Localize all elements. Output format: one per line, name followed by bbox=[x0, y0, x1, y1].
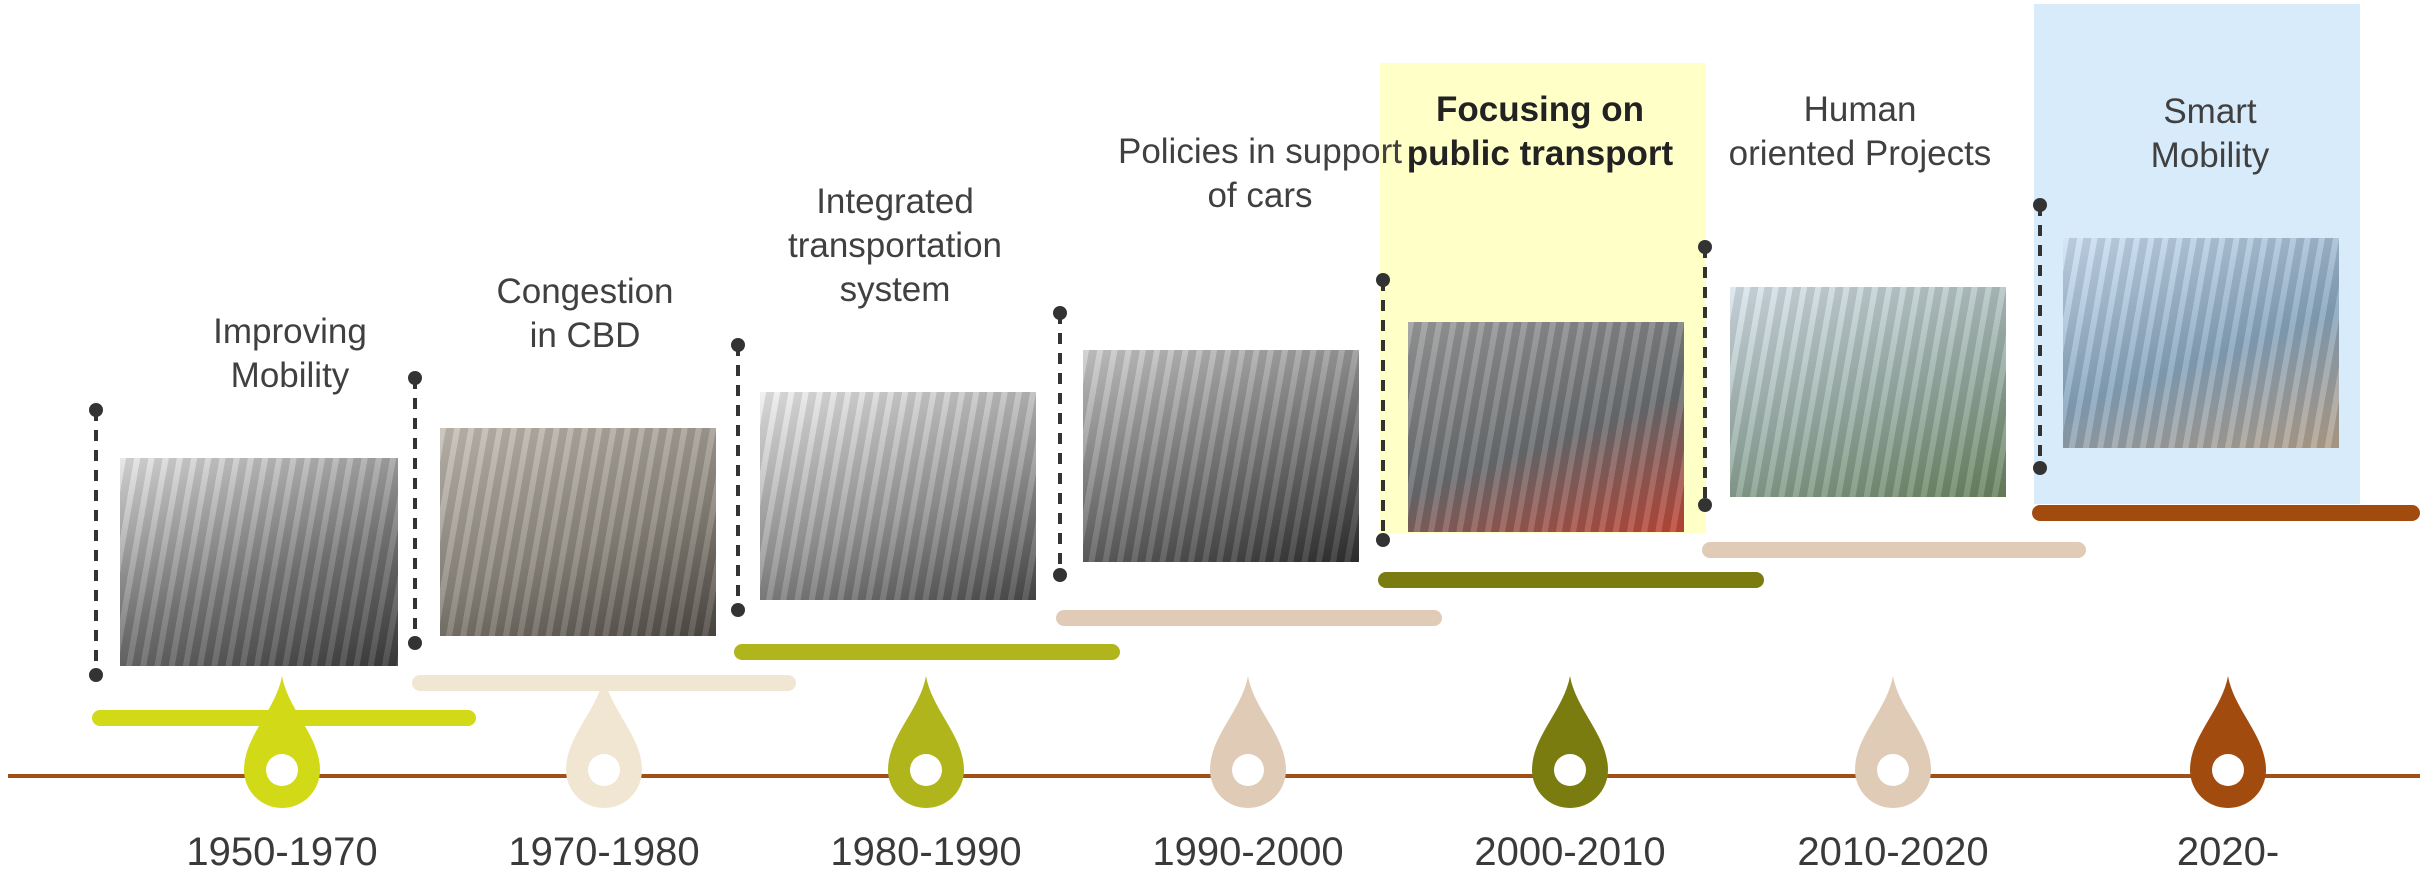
timeline-marker bbox=[1855, 676, 1931, 808]
era-title: Integrated transportation system bbox=[787, 182, 1003, 309]
marker-hole bbox=[588, 754, 620, 786]
period-label: 1950-1970 bbox=[186, 830, 378, 874]
period-label: 1970-1980 bbox=[508, 830, 700, 874]
subway-opening-photo bbox=[760, 392, 1036, 600]
period-label: 1980-1990 bbox=[830, 830, 1022, 874]
timeline-marker bbox=[566, 676, 642, 808]
connector-dot-bottom bbox=[731, 603, 745, 617]
timeline-marker bbox=[2190, 676, 2266, 808]
era-title: Improving Mobility bbox=[213, 312, 367, 395]
period-label: 2000-2010 bbox=[1474, 830, 1666, 874]
connector-dot-bottom bbox=[408, 636, 422, 650]
era-title: Policies in support of cars bbox=[1117, 132, 1403, 215]
connector-dot-top bbox=[731, 338, 745, 352]
smart-street-rendering bbox=[2063, 238, 2339, 448]
connector-dot-bottom bbox=[1698, 498, 1712, 512]
connector-dot-top bbox=[2033, 198, 2047, 212]
congested-traffic-photo bbox=[440, 428, 716, 636]
connector-dot-bottom bbox=[2033, 461, 2047, 475]
elevated-park-rendering bbox=[1730, 287, 2006, 497]
connector-dot-bottom bbox=[89, 668, 103, 682]
marker-hole bbox=[1232, 754, 1264, 786]
era-title: Focusing on public transport bbox=[1406, 90, 1674, 173]
period-label: 1990-2000 bbox=[1152, 830, 1344, 874]
period-label: 2020- bbox=[2176, 830, 2280, 874]
marker-hole bbox=[266, 754, 298, 786]
connector-dot-top bbox=[1053, 306, 1067, 320]
timeline-marker bbox=[888, 676, 964, 808]
timeline-marker bbox=[1532, 676, 1608, 808]
connector-dot-top bbox=[408, 371, 422, 385]
timeline-marker bbox=[244, 676, 320, 808]
marker-hole bbox=[1554, 754, 1586, 786]
connector-dot-bottom bbox=[1376, 533, 1390, 547]
marker-hole bbox=[2212, 754, 2244, 786]
era-title: Human oriented Projects bbox=[1728, 90, 1992, 173]
connector-dot-top bbox=[89, 403, 103, 417]
marker-hole bbox=[1877, 754, 1909, 786]
car-traffic-jam-photo bbox=[1083, 350, 1359, 562]
timeline-marker bbox=[1210, 676, 1286, 808]
vintage-bus-crowd-photo bbox=[120, 458, 398, 666]
bus-lane-intersection-photo bbox=[1408, 322, 1684, 532]
era-title: Smart Mobility bbox=[2150, 92, 2270, 175]
era-title: Congestion in CBD bbox=[496, 272, 674, 355]
connector-dot-top bbox=[1698, 240, 1712, 254]
connector-dot-top bbox=[1376, 273, 1390, 287]
connector-dot-bottom bbox=[1053, 568, 1067, 582]
period-label: 2010-2020 bbox=[1797, 830, 1989, 874]
marker-hole bbox=[910, 754, 942, 786]
